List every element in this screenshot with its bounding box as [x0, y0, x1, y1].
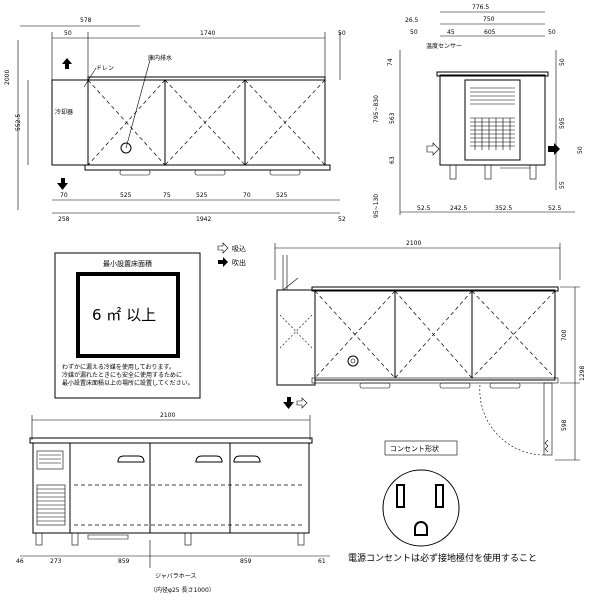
side-view: 776.5 26.5 750 50 45 605 50 温度センサー 74 79…: [373, 4, 584, 218]
plan-drain-icon: [347, 355, 359, 367]
dim-52: 52: [338, 216, 346, 223]
dim-578: 578: [80, 17, 92, 24]
front-dim-273: 273: [50, 558, 62, 565]
drain-label: ドレン: [96, 65, 114, 72]
dim-525-b: 525: [196, 192, 208, 199]
min-area-value: 6 ㎡ 以上: [92, 306, 156, 324]
dim-74: 74: [387, 58, 394, 66]
dim-26: 26.5: [405, 17, 419, 24]
dim-525-a: 525: [120, 192, 132, 199]
dim-795: 795~830: [373, 95, 380, 123]
plan-dim-1298: 1298: [579, 366, 586, 381]
sensor-label: 温度センサー: [426, 42, 462, 50]
side-intake-arrow-icon: [426, 142, 440, 156]
dim-50-right: 50: [577, 146, 584, 154]
dim-258: 258: [58, 216, 70, 223]
front-dim-61: 61: [318, 558, 326, 565]
dim-95: 95~130: [373, 194, 380, 218]
front-dim-46: 46: [16, 558, 24, 565]
dim-352: 352.5: [495, 205, 512, 212]
legend-exhaust: 吹出: [232, 258, 246, 267]
dim-70-b: 70: [243, 192, 251, 199]
condenser-fins: [470, 87, 515, 150]
exhaust-legend-icon: [218, 257, 228, 267]
dim-776: 776.5: [472, 4, 489, 11]
front-vent: [36, 484, 66, 526]
intake-legend-icon: [217, 242, 229, 254]
dim-563: 563: [389, 112, 396, 124]
exhaust-arrow-icon: [57, 178, 68, 190]
plan-view: 2100 700 1298 598: [274, 240, 586, 461]
top-view: 578 50 1740 50 2000 552.5 庫内排水: [4, 17, 346, 223]
dim-50-side: 50: [410, 29, 418, 36]
dim-1942: 1942: [196, 216, 211, 223]
legend-intake: 吸込: [232, 244, 246, 253]
min-area-box: 最小設置床面積 6 ㎡ 以上 わずかに漏える冷媒を使用しております。 冷媒が漏れ…: [54, 252, 201, 399]
dim-605: 605: [484, 29, 496, 36]
dim-55: 55: [559, 181, 566, 189]
min-area-note-2: 冷媒が漏れたときにも安全に使用するために: [62, 371, 182, 379]
dim-50-right: 50: [338, 30, 346, 37]
plan-intake-icon: [296, 397, 308, 409]
dim-50-right-top: 50: [559, 58, 566, 66]
outlet-note: 電源コンセントは必ず接地極付を使用すること: [348, 552, 537, 564]
min-area-note-3: 最小設置床面積以上の場所に設置してください。: [62, 379, 194, 387]
front-view: 2100 46 273 859: [16, 412, 330, 594]
cooling-label: 冷却器: [55, 108, 73, 116]
front-dim-2100: 2100: [160, 412, 175, 419]
drain-port-icon: [120, 142, 132, 154]
dim-1740: 1740: [200, 30, 215, 37]
front-dim-859-b: 859: [240, 558, 252, 565]
outlet-title: コンセント形状: [390, 444, 439, 453]
outlet-section: コンセント形状 電源コンセントは必ず接地極付を使用すること: [348, 440, 537, 564]
intake-arrow-icon: [62, 58, 72, 69]
plan-dim-2100: 2100: [406, 240, 421, 247]
plan-exhaust-icon: [283, 397, 294, 409]
dim-52-a: 52.5: [417, 205, 431, 212]
dim-50-side-b: 50: [548, 29, 556, 36]
dim-63: 63: [389, 156, 396, 164]
dim-242: 242.5: [450, 205, 467, 212]
dim-525-c: 525: [276, 192, 288, 199]
min-area-note-1: わずかに漏える冷媒を使用しております。: [62, 363, 175, 371]
dim-45: 45: [447, 29, 455, 36]
hose-spec: （内径φ25 長さ1000）: [150, 586, 215, 594]
dim-70: 70: [60, 192, 68, 199]
outlet-icon: [382, 469, 460, 547]
plan-dim-700: 700: [561, 329, 568, 341]
dim-595: 595: [559, 117, 566, 129]
front-dim-859-a: 859: [118, 558, 130, 565]
inner-drain-label: 庫内排水: [148, 54, 172, 62]
plan-dim-598: 598: [561, 419, 568, 431]
dim-2000: 2000: [4, 70, 11, 85]
min-area-title: 最小設置床面積: [103, 259, 152, 268]
airflow-legend: 吸込 吹出: [217, 242, 246, 267]
dim-75: 75: [163, 192, 171, 199]
dim-750: 750: [483, 16, 495, 23]
side-exhaust-arrow-icon: [548, 143, 560, 155]
dim-50-left: 50: [64, 30, 72, 37]
control-panel: [36, 450, 64, 470]
hose-label: ジャバラホース: [155, 573, 196, 580]
dim-552: 552.5: [15, 114, 22, 131]
dim-52-b: 52.5: [548, 205, 562, 212]
